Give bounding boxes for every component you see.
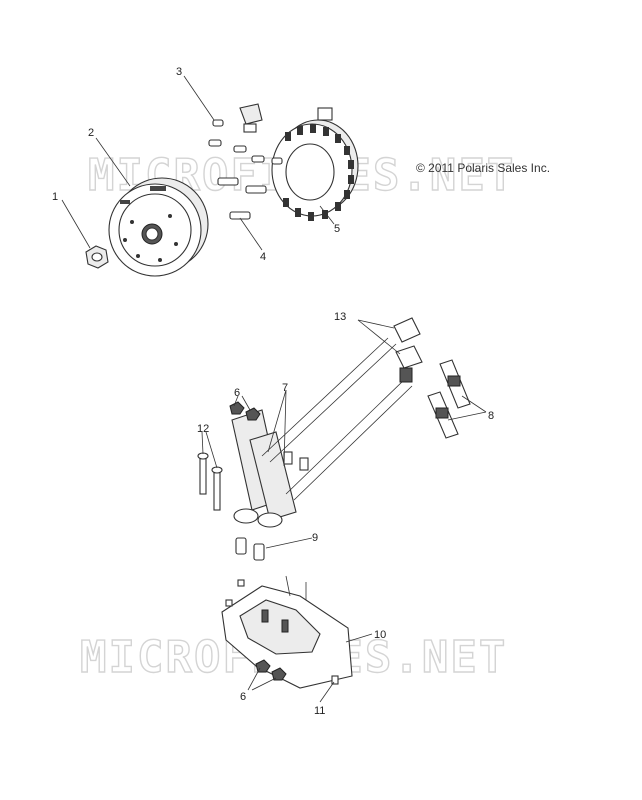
- coil-nuts: [229, 401, 261, 421]
- flywheel-nut: [85, 245, 109, 269]
- callout-6-top: 6: [234, 387, 240, 399]
- callout-8: 8: [488, 410, 494, 422]
- callout-13: 13: [334, 311, 346, 323]
- coil-bolts: [197, 452, 223, 511]
- callout-9: 9: [312, 532, 318, 544]
- callout-6-bottom: 6: [240, 691, 246, 703]
- flywheel: [108, 177, 209, 277]
- callout-7: 7: [282, 382, 288, 394]
- coil-bracket: [221, 575, 353, 689]
- mounting-screws: [208, 119, 283, 220]
- callout-labels: 1 2 3 4 5 6 7 8 9 10 11 12 13 6: [52, 66, 494, 717]
- callout-1: 1: [52, 191, 58, 203]
- spark-plugs: [427, 359, 471, 439]
- callout-5: 5: [334, 223, 340, 235]
- callout-12: 12: [197, 423, 209, 435]
- leader-lines: [61, 75, 487, 703]
- spacers: [235, 537, 265, 561]
- callout-10: 10: [374, 629, 386, 641]
- bracket-nuts: [255, 659, 287, 681]
- callout-4: 4: [260, 251, 266, 263]
- callout-11: 11: [314, 705, 325, 717]
- stator: [271, 107, 359, 221]
- callout-3: 3: [176, 66, 182, 78]
- spark-plug-leads: [261, 317, 423, 501]
- ignition-coils: [231, 409, 309, 528]
- pickup-sensor: [239, 103, 263, 133]
- bracket-screws: [225, 579, 339, 685]
- callout-2: 2: [88, 127, 94, 139]
- copyright-notice: © 2011 Polaris Sales Inc.: [416, 161, 550, 175]
